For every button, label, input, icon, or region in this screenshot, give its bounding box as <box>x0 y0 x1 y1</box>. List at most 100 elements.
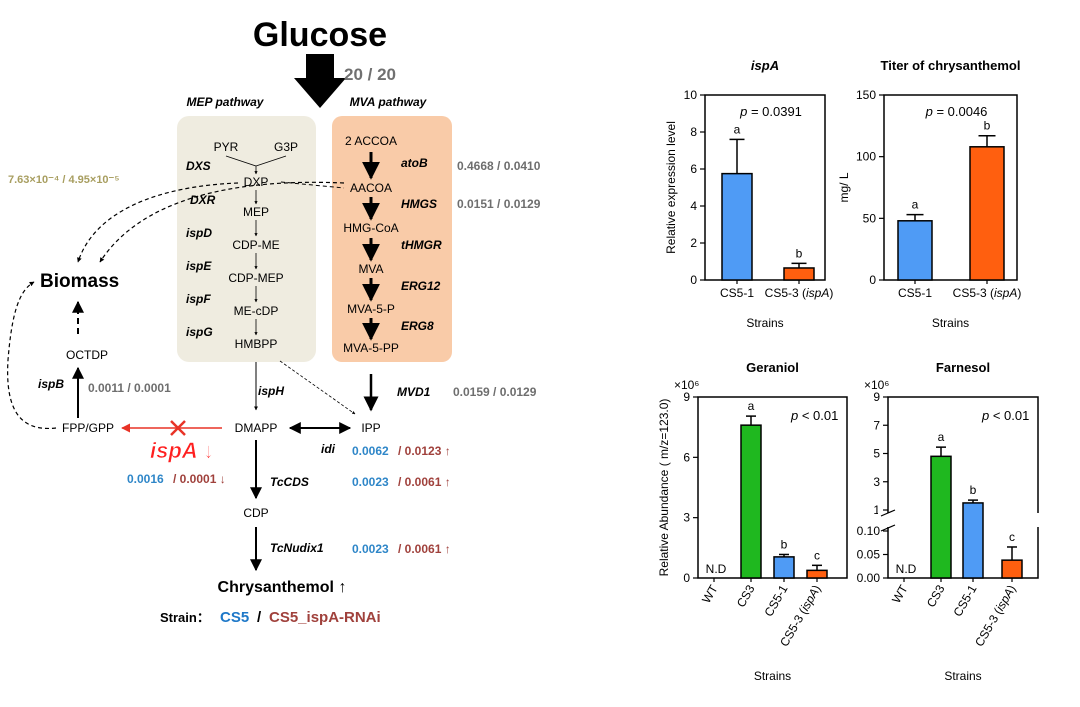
chart-title: Geraniol <box>746 360 799 375</box>
node-dmapp: DMAPP <box>235 421 278 435</box>
gene-idi: idi <box>321 442 336 456</box>
x-tick-label: CS3 <box>734 582 758 609</box>
ispa-block-icon <box>170 420 186 436</box>
gene-erg12: ERG12 <box>401 279 441 293</box>
x-axis-label: Strains <box>932 316 969 330</box>
significance-letter: a <box>748 399 755 413</box>
pathway-diagram: Glucose 20 / 20 MEP pathway MVA pathway … <box>7 16 541 626</box>
significance-letter: b <box>970 483 977 497</box>
node-ipp: IPP <box>361 421 380 435</box>
g3p-edge <box>255 155 287 167</box>
y-axis-label: Relative Abundance ( m/z=123.0) <box>657 399 671 577</box>
x-axis-label: Strains <box>746 316 783 330</box>
y-tick-label: 0 <box>683 571 690 585</box>
y-multiplier: ×10⁶ <box>674 378 699 392</box>
gene-ispd: ispD <box>186 226 212 240</box>
tccds-cs5: 0.0023 <box>352 475 389 489</box>
node-cdp: CDP <box>243 506 268 520</box>
x-tick-label: CS5-1 <box>761 582 790 619</box>
mep-pathway-label: MEP pathway <box>187 95 265 109</box>
x-tick-label: CS5-3 (ispA) <box>972 583 1018 649</box>
x-tick-label: CS5-3 (ispA) <box>953 286 1022 300</box>
bar-CS5-3 (ispA) <box>806 569 828 579</box>
gene-thmgr: tHMGR <box>401 238 442 252</box>
significance-letter: a <box>912 198 919 212</box>
gene-ispf: ispF <box>186 292 211 306</box>
gene-tcnudix: TcNudix1 <box>270 541 324 555</box>
gene-ispg: ispG <box>186 325 213 339</box>
gene-mvd1: MVD1 <box>397 385 431 399</box>
node-cdp-me: CDP-ME <box>232 238 279 252</box>
y-tick-label: 2 <box>690 236 697 250</box>
node-mva: MVA <box>358 262 383 276</box>
x-axis-label: Strains <box>754 669 791 683</box>
biomass-label: Biomass <box>40 271 119 292</box>
strain-cs5: CS5 <box>220 609 249 626</box>
x-tick-label: CS3 <box>924 582 948 609</box>
gene-ispb: ispB <box>38 377 64 391</box>
bar-CS5-3 (ispA) <box>969 146 1005 281</box>
bar-CS5-1 <box>962 502 984 579</box>
plot-frame <box>697 396 848 579</box>
mva-pathway-label: MVA pathway <box>350 95 428 109</box>
product-label: Chrysanthemol ↑ <box>218 579 347 596</box>
gene-isph: ispH <box>258 384 284 398</box>
strain-rnai: CS5_ispA-RNAi <box>269 609 381 626</box>
bar-CS5-1 <box>721 172 753 281</box>
y-tick-label: 0.05 <box>857 548 881 562</box>
gene-erg8: ERG8 <box>401 319 434 333</box>
node-pyr: PYR <box>214 140 239 154</box>
y-tick-label: 3 <box>873 475 880 489</box>
not-detected-label: N.D <box>706 562 727 576</box>
node-mva-5-pp: MVA-5-PP <box>343 341 399 355</box>
plot-frame <box>704 94 826 281</box>
y-tick-label: 150 <box>856 88 876 102</box>
y-tick-label: 5 <box>873 447 880 461</box>
y-tick-label: 6 <box>683 450 690 464</box>
node-dxp: DXP <box>244 175 269 189</box>
x-tick-label: CS5-1 <box>898 286 932 300</box>
node-cdp-mep: CDP-MEP <box>228 271 283 285</box>
ratio-mvd1: 0.0159 / 0.0129 <box>453 385 537 399</box>
node-hmbpp: HMBPP <box>235 337 278 351</box>
gene-dxs: DXS <box>186 159 211 173</box>
y-multiplier: ×10⁶ <box>864 378 889 392</box>
chart-title: Farnesol <box>936 360 990 375</box>
significance-letter: a <box>734 122 741 136</box>
top-ratio: 20 / 20 <box>344 65 396 84</box>
y-tick-label: 10 <box>684 88 698 102</box>
y-tick-label: 8 <box>690 125 697 139</box>
significance-letter: c <box>814 548 820 562</box>
y-tick-label: 0.10 <box>857 524 881 538</box>
y-tick-label: 0.00 <box>857 571 881 585</box>
y-tick-label: 50 <box>863 211 877 225</box>
x-tick-label: WT <box>889 582 911 606</box>
gene-ispa: ispA ↓ <box>150 438 214 463</box>
pyr-edge <box>225 155 257 167</box>
ratio-hmgs: 0.0151 / 0.0129 <box>457 197 541 211</box>
tcnudix-cs5: 0.0023 <box>352 542 389 556</box>
ispa-rnai: / 0.0001 ↓ <box>173 472 226 486</box>
node-fppgpp: FPP/GPP <box>62 421 114 435</box>
significance-letter: a <box>938 430 945 444</box>
y-tick-label: 3 <box>683 511 690 525</box>
bar-CS5-1 <box>773 556 795 579</box>
ratio-dxs: 7.63×10⁻⁴ / 4.95×10⁻⁵ <box>8 174 120 186</box>
x-tick-label: WT <box>699 582 721 606</box>
y-tick-label: 6 <box>690 162 697 176</box>
dxp-biomass-flux <box>77 182 239 263</box>
y-axis-label: mg/ L <box>837 172 851 202</box>
node-mva-5-p: MVA-5-P <box>347 302 395 316</box>
node-hmg-coa: HMG-CoA <box>343 221 398 235</box>
bar-CS5-3 (ispA) <box>783 267 815 281</box>
y-tick-label: 9 <box>873 390 880 404</box>
significance-letter: c <box>1009 530 1015 544</box>
significance-letter: b <box>984 119 991 133</box>
node-aacoa: AACOA <box>350 181 392 195</box>
tccds-rnai: / 0.0061 ↑ <box>398 475 451 489</box>
y-tick-label: 1 <box>873 503 880 517</box>
chart-title: ispA <box>751 58 779 73</box>
x-axis-label: Strains <box>944 669 981 683</box>
fpp-biomass-flux <box>7 281 57 430</box>
